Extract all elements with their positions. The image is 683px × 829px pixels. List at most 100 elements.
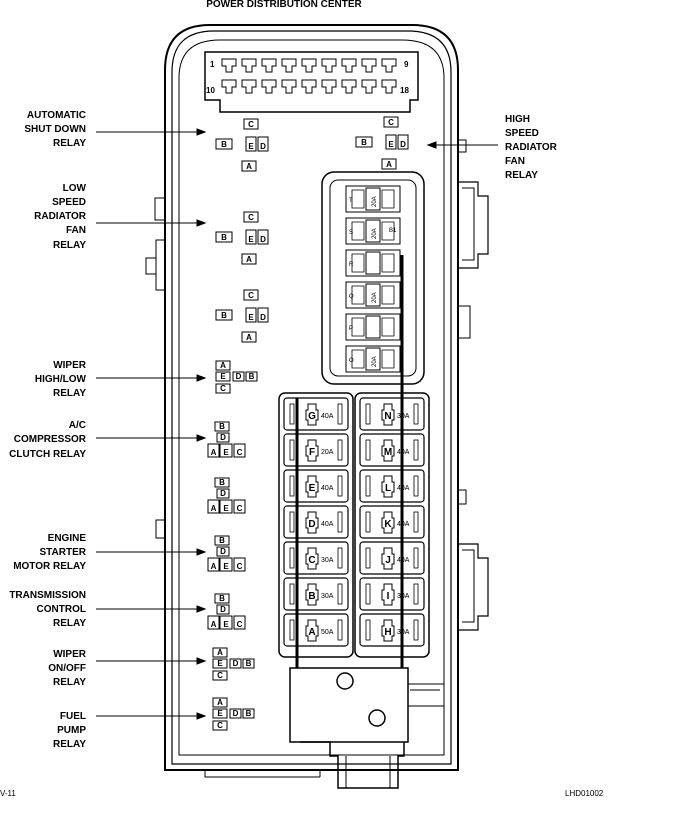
pin-b: B	[215, 309, 233, 321]
callout-arrow	[96, 548, 207, 556]
connector-pin-18: 18	[400, 86, 409, 95]
svg-text:E: E	[388, 140, 394, 149]
pin-c: C	[212, 670, 228, 681]
svg-text:STARTER: STARTER	[40, 547, 87, 558]
svg-text:FAN: FAN	[66, 225, 86, 236]
maxi-fuse: N30A	[359, 397, 425, 431]
pin-c: C	[233, 499, 246, 514]
svg-text:40A: 40A	[321, 413, 334, 420]
svg-text:A: A	[386, 160, 392, 169]
connector-pin	[261, 79, 277, 94]
label-starter-motor-relay: ENGINE STARTER MOTOR RELAY	[13, 533, 87, 572]
connector-pin	[341, 79, 357, 94]
mini-fuse: R	[345, 249, 401, 277]
svg-text:PUMP: PUMP	[57, 725, 86, 736]
callout-arrow	[96, 605, 207, 613]
pin-d: D	[257, 229, 269, 245]
connector-pin-9: 9	[404, 60, 409, 69]
svg-text:P: P	[349, 326, 353, 332]
pin-e: E	[215, 371, 231, 382]
svg-text:D: D	[233, 659, 239, 668]
pin-c: C	[233, 615, 246, 630]
svg-text:50A: 50A	[321, 629, 334, 636]
svg-text:SPEED: SPEED	[505, 128, 539, 139]
svg-text:E: E	[248, 235, 254, 244]
svg-text:C: C	[248, 291, 254, 300]
svg-text:B: B	[219, 422, 225, 431]
maxi-fuse: L40A	[359, 469, 425, 503]
svg-text:B: B	[221, 311, 227, 320]
svg-text:C: C	[308, 555, 315, 566]
pin-d: D	[229, 708, 242, 719]
svg-text:E: E	[223, 504, 229, 513]
pin-e: E	[245, 229, 257, 245]
callouts: AUTOMATIC SHUT DOWN RELAY LOW SPEED RADI…	[9, 110, 557, 750]
connector-pin	[241, 58, 257, 73]
drawing-code: LHD01002	[565, 789, 604, 798]
mini-fuse: P	[345, 313, 401, 341]
svg-text:HIGH/LOW: HIGH/LOW	[35, 374, 87, 385]
svg-text:RADIATOR: RADIATOR	[505, 142, 558, 153]
pin-d: D	[397, 134, 409, 150]
callout-arrow	[426, 141, 498, 149]
svg-text:A/C: A/C	[69, 420, 86, 431]
svg-text:C: C	[217, 671, 223, 680]
svg-text:D: D	[260, 313, 266, 322]
connector-pin	[321, 58, 337, 73]
pin-b: B	[245, 371, 258, 382]
svg-text:RELAY: RELAY	[505, 170, 538, 181]
svg-text:20A: 20A	[372, 356, 378, 367]
pin-a: A	[212, 647, 228, 658]
svg-text:S: S	[349, 230, 353, 236]
svg-text:D: D	[260, 235, 266, 244]
svg-text:AUTOMATIC: AUTOMATIC	[27, 110, 86, 121]
pin-e: E	[219, 557, 233, 572]
pin-e: E	[219, 443, 233, 458]
svg-text:B: B	[219, 594, 225, 603]
pin-c: C	[243, 211, 259, 223]
svg-text:FUEL: FUEL	[60, 711, 86, 722]
svg-text:C: C	[248, 213, 254, 222]
svg-text:N: N	[384, 411, 391, 422]
figure-number: V-11	[0, 789, 16, 798]
svg-text:SPEED: SPEED	[52, 197, 86, 208]
pin-b: B	[214, 535, 230, 546]
svg-text:A: A	[308, 627, 315, 638]
pin-a: A	[241, 160, 257, 172]
connector-pin	[361, 58, 377, 73]
svg-text:C: C	[388, 118, 394, 127]
svg-text:20A: 20A	[372, 292, 378, 303]
svg-text:E: E	[223, 620, 229, 629]
svg-text:L: L	[385, 483, 391, 494]
pin-c: C	[233, 443, 246, 458]
pin-b: B	[215, 138, 233, 150]
label-wiper-high-low-relay: WIPER HIGH/LOW RELAY	[35, 360, 87, 399]
maxi-fuse: H30A	[359, 613, 425, 647]
svg-text:A: A	[217, 698, 223, 707]
svg-text:RELAY: RELAY	[53, 618, 86, 629]
svg-text:I: I	[387, 591, 390, 602]
connector-pin	[301, 58, 317, 73]
pin-e: E	[245, 136, 257, 152]
svg-text:C: C	[237, 562, 243, 571]
svg-text:CONTROL: CONTROL	[37, 604, 86, 615]
pin-e: E	[385, 134, 397, 150]
svg-text:LOW: LOW	[63, 183, 87, 194]
pin-a: A	[212, 697, 228, 708]
mounting-hole-lower	[368, 709, 386, 727]
svg-text:B: B	[219, 536, 225, 545]
svg-text:E: E	[223, 562, 229, 571]
pin-a: A	[207, 443, 220, 458]
